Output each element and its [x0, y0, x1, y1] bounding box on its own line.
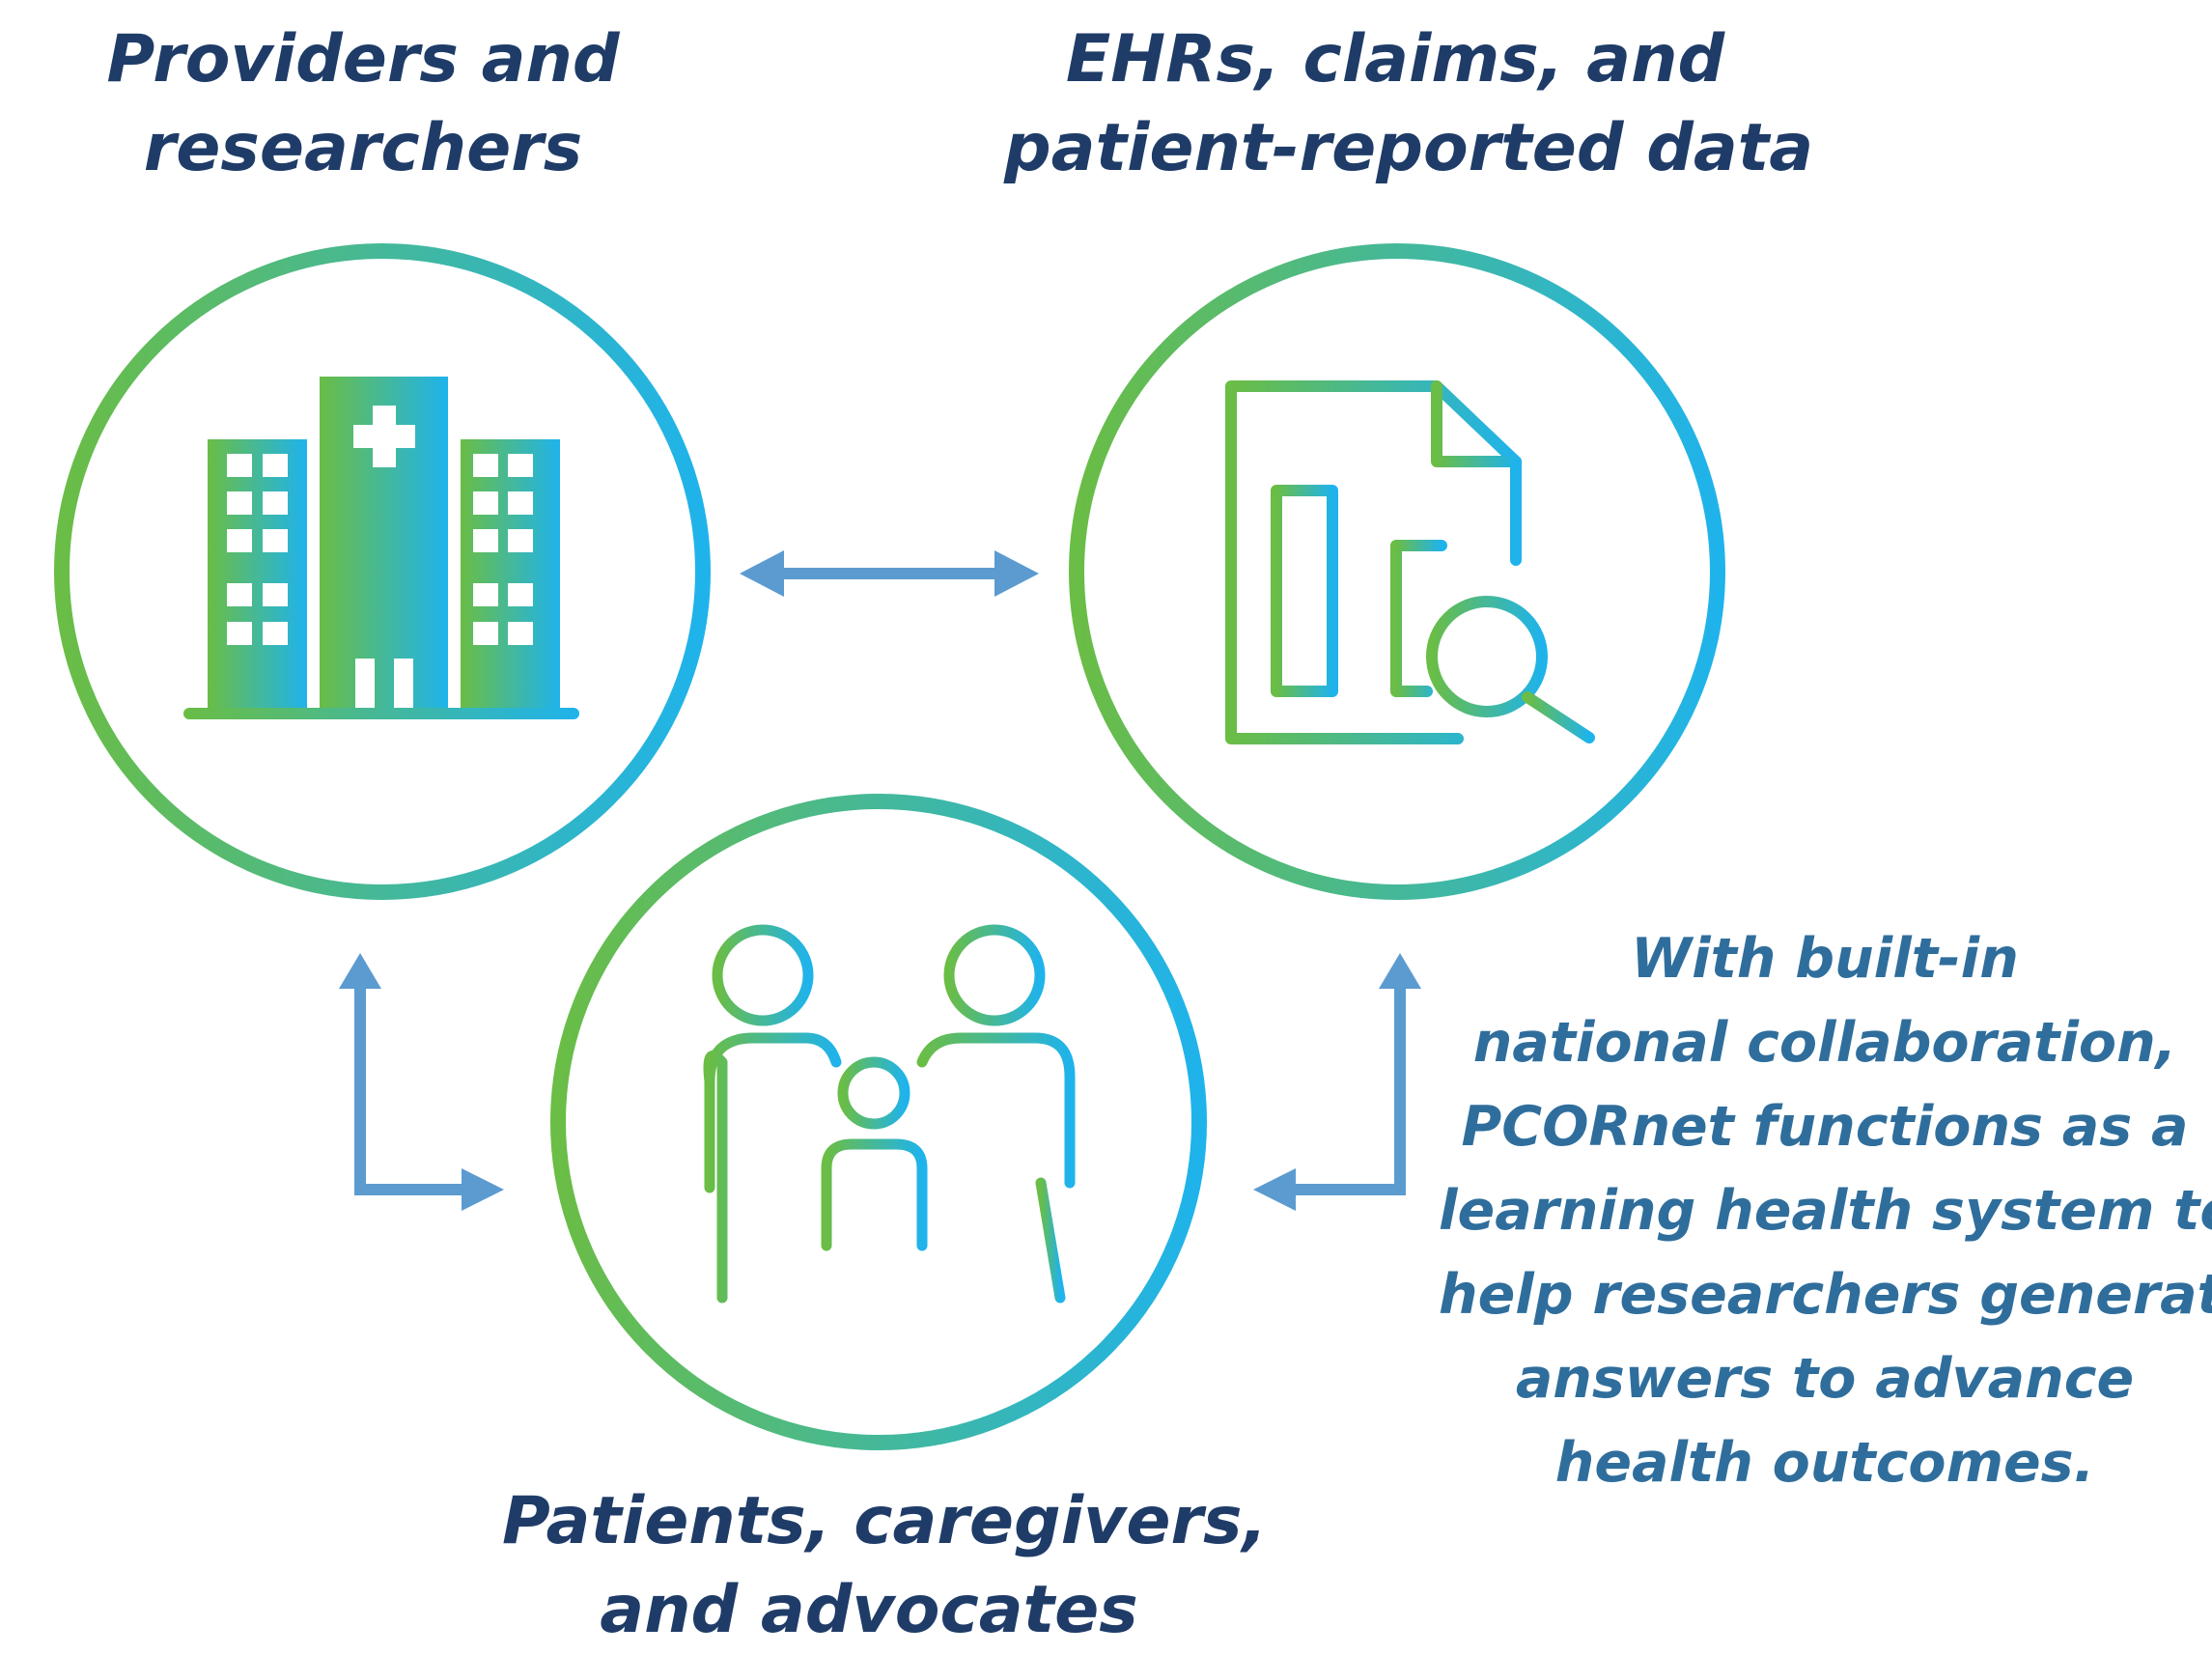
- data-sources-label-line-1: EHRs, claims, and: [1065, 21, 1725, 98]
- caption-line: answers to advance: [1515, 1347, 2135, 1411]
- patients-label-line-2: and advocates: [600, 1572, 1138, 1648]
- document-chart-magnifier-icon: [1225, 380, 1595, 744]
- providers-label: Providers and researchers: [93, 15, 633, 193]
- caption-line: help researchers generate: [1439, 1263, 2212, 1327]
- data-ring: [1069, 243, 1725, 900]
- caption-line: health outcomes.: [1554, 1431, 2095, 1495]
- caption-line: PCORnet functions as a: [1461, 1095, 2189, 1159]
- data-sources-label-line-2: patient-reported data: [1004, 110, 1814, 186]
- arrow-data-patients: [1253, 953, 1421, 1211]
- providers-label-line-2: researchers: [143, 110, 583, 186]
- patients-label: Patients, caregivers, and advocates: [502, 1477, 1268, 1655]
- pcornet-caption: With built-in national collaboration, PC…: [1439, 917, 2212, 1505]
- family-icon: [703, 924, 1076, 1304]
- providers-label-line-1: Providers and: [106, 21, 620, 98]
- data-sources-label: EHRs, claims, and patient-reported data: [1004, 15, 1814, 193]
- patients-label-line-1: Patients, caregivers,: [502, 1483, 1268, 1559]
- providers-ring: [54, 243, 711, 900]
- patients-ring: [550, 794, 1207, 1450]
- arrow-providers-data: [740, 550, 1039, 597]
- caption-line: With built-in: [1631, 927, 2019, 991]
- caption-line: national collaboration,: [1472, 1011, 2177, 1075]
- hospital-building-icon: [183, 377, 579, 719]
- caption-line: learning health system to: [1439, 1179, 2212, 1243]
- arrow-patients-providers: [339, 953, 504, 1211]
